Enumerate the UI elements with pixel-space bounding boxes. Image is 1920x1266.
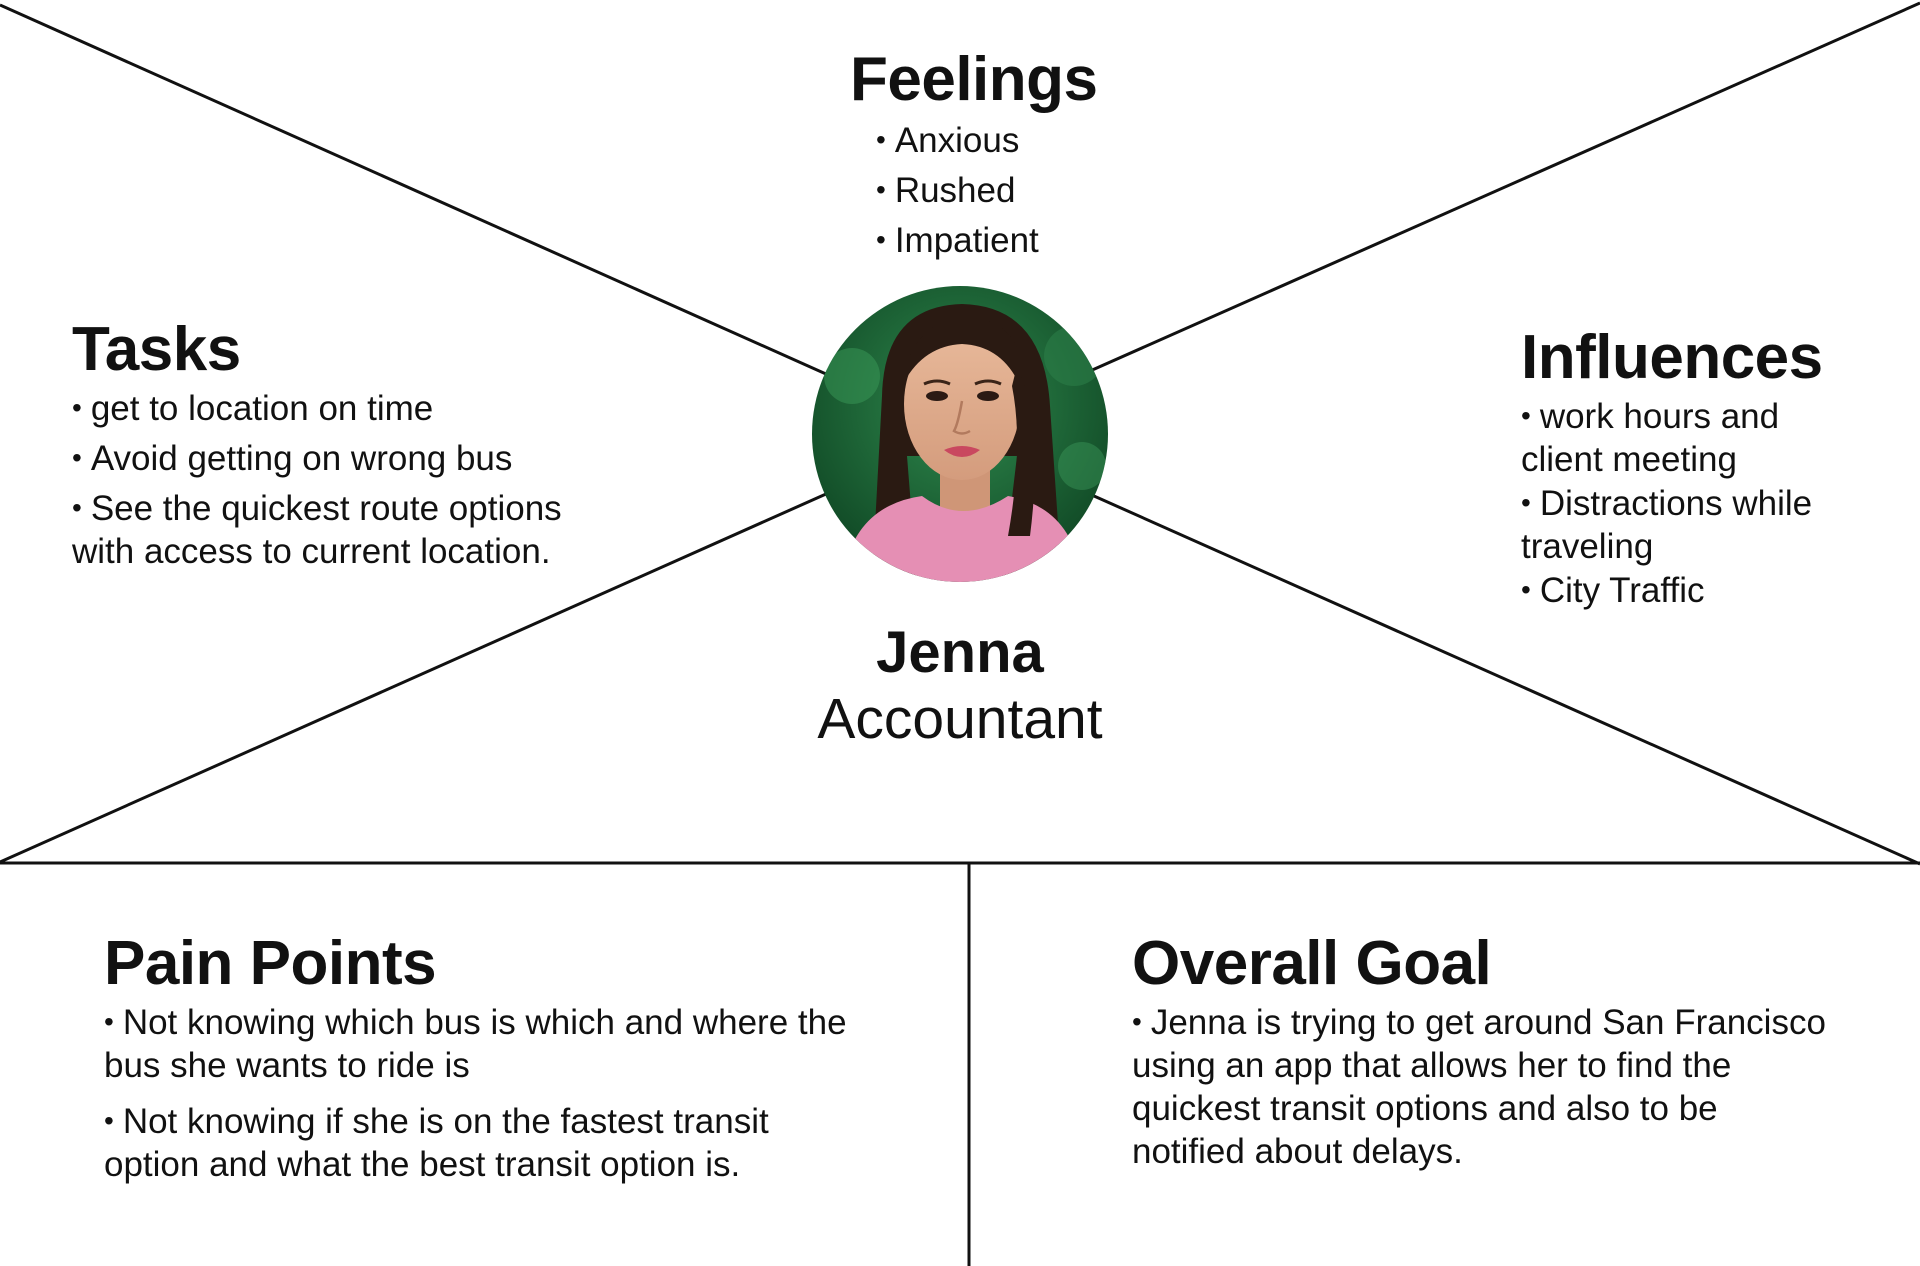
pain-points-list: Not knowing which bus is which and where…: [104, 1000, 864, 1186]
feelings-item: Anxious: [876, 118, 1098, 162]
feelings-item: Rushed: [876, 168, 1098, 212]
influences-heading: Influences: [1521, 323, 1823, 392]
tasks-section: Tasks get to location on time Avoid gett…: [72, 314, 632, 573]
influences-section: Influences work hours and client meeting…: [1521, 322, 1861, 612]
pain-points-section: Pain Points Not knowing which bus is whi…: [104, 928, 864, 1198]
feelings-heading: Feelings: [850, 45, 1098, 114]
tasks-item: get to location on time: [72, 386, 632, 430]
feelings-section: Feelings Anxious Rushed Impatient: [850, 44, 1098, 268]
diagonal-top-right: [1089, 1, 1920, 373]
influences-item: work hours and client meeting: [1521, 394, 1861, 481]
influences-item: City Traffic: [1521, 568, 1861, 612]
persona-card: Jenna Accountant: [760, 286, 1160, 752]
tasks-heading: Tasks: [72, 315, 241, 384]
influences-item: Distractions while traveling: [1521, 481, 1861, 568]
overall-goal-list: Jenna is trying to get around San Franci…: [1132, 1000, 1832, 1173]
influences-list: work hours and client meeting Distractio…: [1521, 394, 1861, 612]
tasks-item: Avoid getting on wrong bus: [72, 436, 632, 480]
overall-goal-heading: Overall Goal: [1132, 929, 1492, 998]
feelings-item: Impatient: [876, 218, 1098, 262]
persona-photo: [812, 286, 1108, 582]
diagonal-bottom-left: [0, 492, 827, 864]
pain-points-item: Not knowing if she is on the fastest tra…: [104, 1099, 864, 1186]
tasks-item: See the quickest route options with acce…: [72, 486, 632, 573]
tasks-list: get to location on time Avoid getting on…: [72, 386, 632, 573]
pain-points-heading: Pain Points: [104, 929, 437, 998]
overall-goal-item: Jenna is trying to get around San Franci…: [1132, 1000, 1832, 1173]
persona-name: Jenna: [876, 620, 1044, 685]
diagonal-top-left: [0, 3, 827, 376]
pain-points-item: Not knowing which bus is which and where…: [104, 1000, 864, 1087]
diagonal-bottom-right: [1093, 494, 1920, 866]
feelings-list: Anxious Rushed Impatient: [876, 118, 1098, 262]
persona-role: Accountant: [817, 687, 1103, 751]
overall-goal-section: Overall Goal Jenna is trying to get arou…: [1132, 928, 1832, 1173]
